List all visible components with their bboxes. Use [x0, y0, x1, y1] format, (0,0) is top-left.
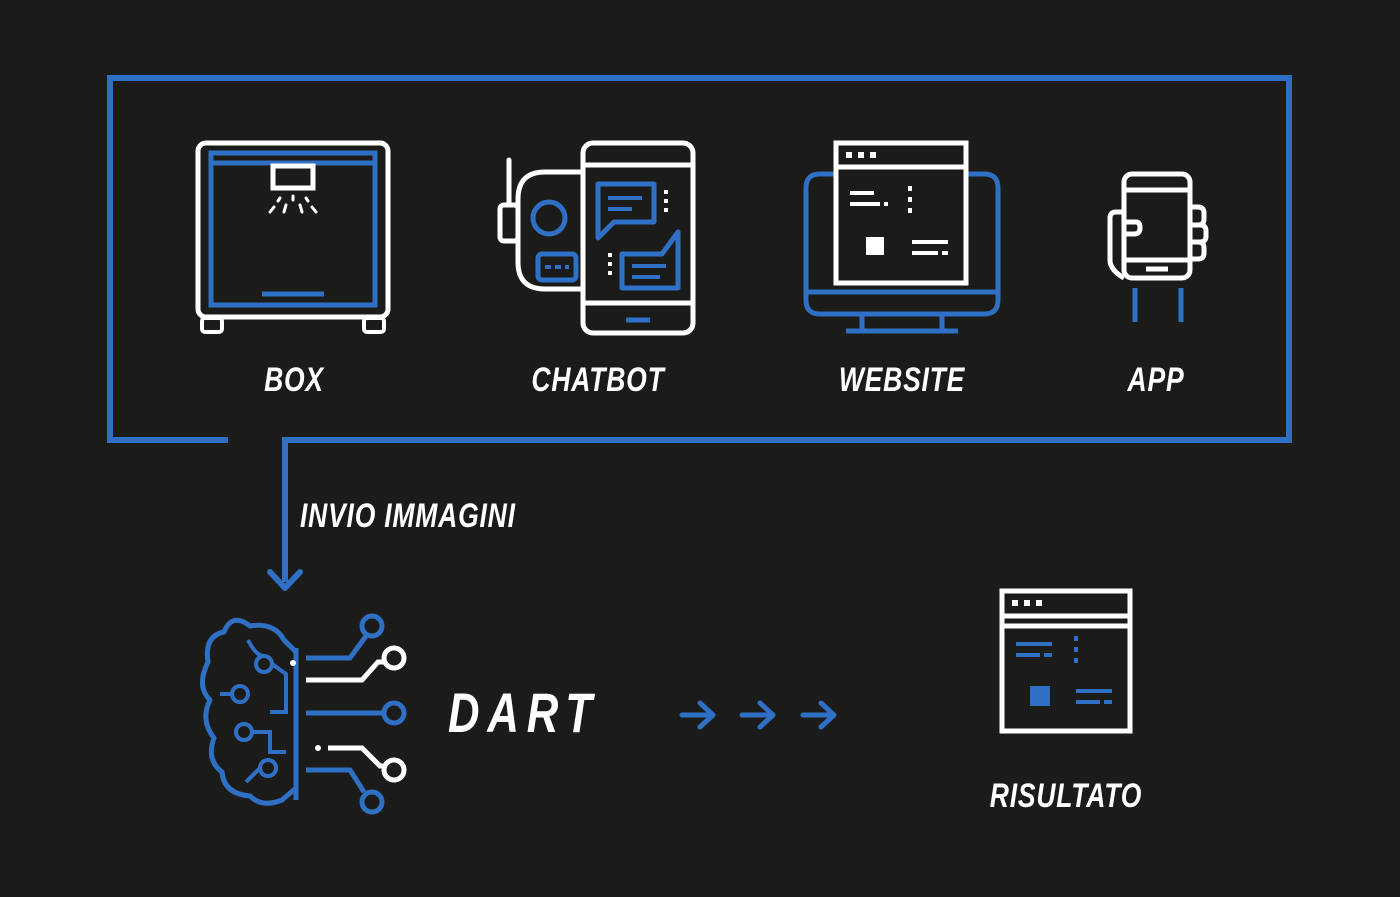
down-arrow-icon	[267, 569, 303, 591]
device-label-app: APP	[1127, 361, 1185, 399]
website-monitor-icon	[803, 140, 1001, 334]
box-3d-printer-icon	[195, 140, 391, 334]
device-label-website: WEBSITE	[838, 361, 966, 399]
arrow-right-icon	[800, 700, 837, 730]
result-window-icon	[999, 588, 1133, 734]
upload-label: INVIO IMMAGINI	[300, 497, 516, 535]
devices-frame	[107, 75, 1292, 582]
arrow-right-icon	[739, 700, 776, 730]
hand-holding-phone-icon	[1107, 171, 1209, 322]
engine-label: DART	[448, 681, 600, 744]
device-label-box: BOX	[264, 361, 324, 399]
chatbot-robot-phone-icon	[497, 140, 696, 336]
device-label-chatbot: CHATBOT	[531, 361, 665, 399]
result-label: RISULTATO	[989, 777, 1143, 815]
brain-circuit-icon	[200, 613, 407, 815]
arrow-right-icon	[679, 700, 716, 730]
